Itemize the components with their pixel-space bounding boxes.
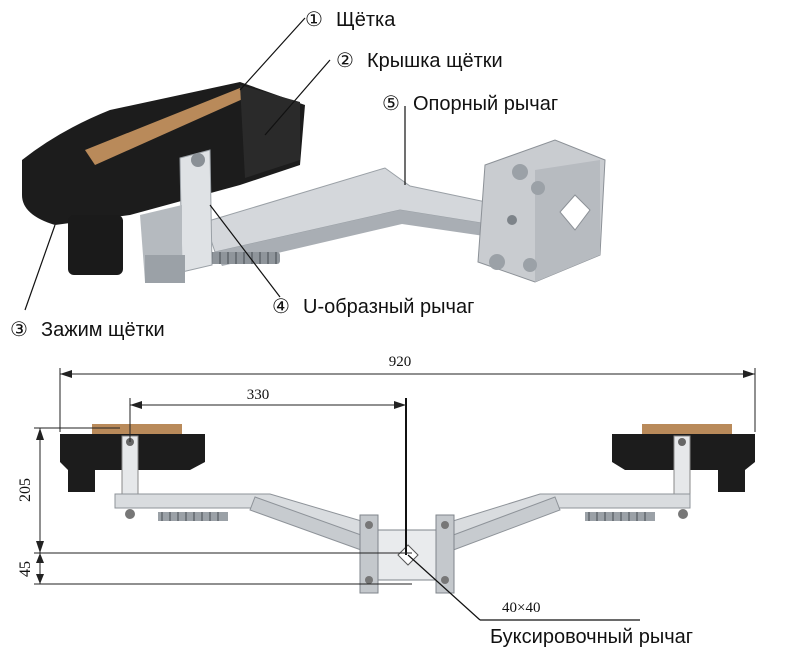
dimension-drawing: 920 330 205 45 (17, 354, 756, 648)
callout-brush: ① Щётка (305, 7, 396, 31)
svg-text:330: 330 (247, 387, 270, 403)
svg-text:920: 920 (389, 354, 412, 370)
svg-text:③: ③ (10, 317, 28, 341)
callout-brush-cover: ② Крышка щётки (336, 48, 503, 72)
callout-brush-clamp: ③ Зажим щётки (10, 317, 165, 341)
left-brush (60, 424, 205, 497)
callout-u-lever: ④ U-образный рычаг (272, 294, 474, 318)
spring (210, 252, 280, 264)
profile-leader: 40×40 (407, 554, 640, 621)
right-brush (612, 424, 755, 497)
svg-text:45: 45 (17, 561, 34, 577)
dimension-45: 45 (17, 552, 412, 585)
svg-text:205: 205 (17, 478, 34, 502)
svg-text:Крышка щётки: Крышка щётки (367, 50, 503, 72)
right-arm (439, 493, 691, 556)
dimension-330: 330 (129, 387, 407, 555)
dimension-920: 920 (59, 354, 756, 432)
svg-text:40×40: 40×40 (502, 600, 540, 616)
svg-text:⑤: ⑤ (382, 91, 400, 115)
svg-text:U-образный рычаг: U-образный рычаг (303, 296, 474, 318)
svg-text:④: ④ (272, 294, 290, 318)
assembly-illustration (22, 82, 606, 283)
u-lever (140, 149, 213, 283)
towing-arm-label: Буксировочный рычаг (490, 626, 693, 648)
mounting-clamp (477, 139, 606, 283)
left-arm (114, 493, 376, 556)
callout-leaders (24, 17, 406, 311)
svg-text:Щётка: Щётка (336, 9, 396, 31)
svg-text:Опорный рычаг: Опорный рычаг (413, 93, 558, 115)
brush-body (22, 82, 305, 275)
svg-text:①: ① (305, 7, 323, 31)
svg-text:Зажим щётки: Зажим щётки (41, 319, 165, 341)
callout-support-arm: ⑤ Опорный рычаг (382, 91, 558, 115)
dimension-205: 205 (17, 427, 120, 553)
svg-text:②: ② (336, 48, 354, 72)
